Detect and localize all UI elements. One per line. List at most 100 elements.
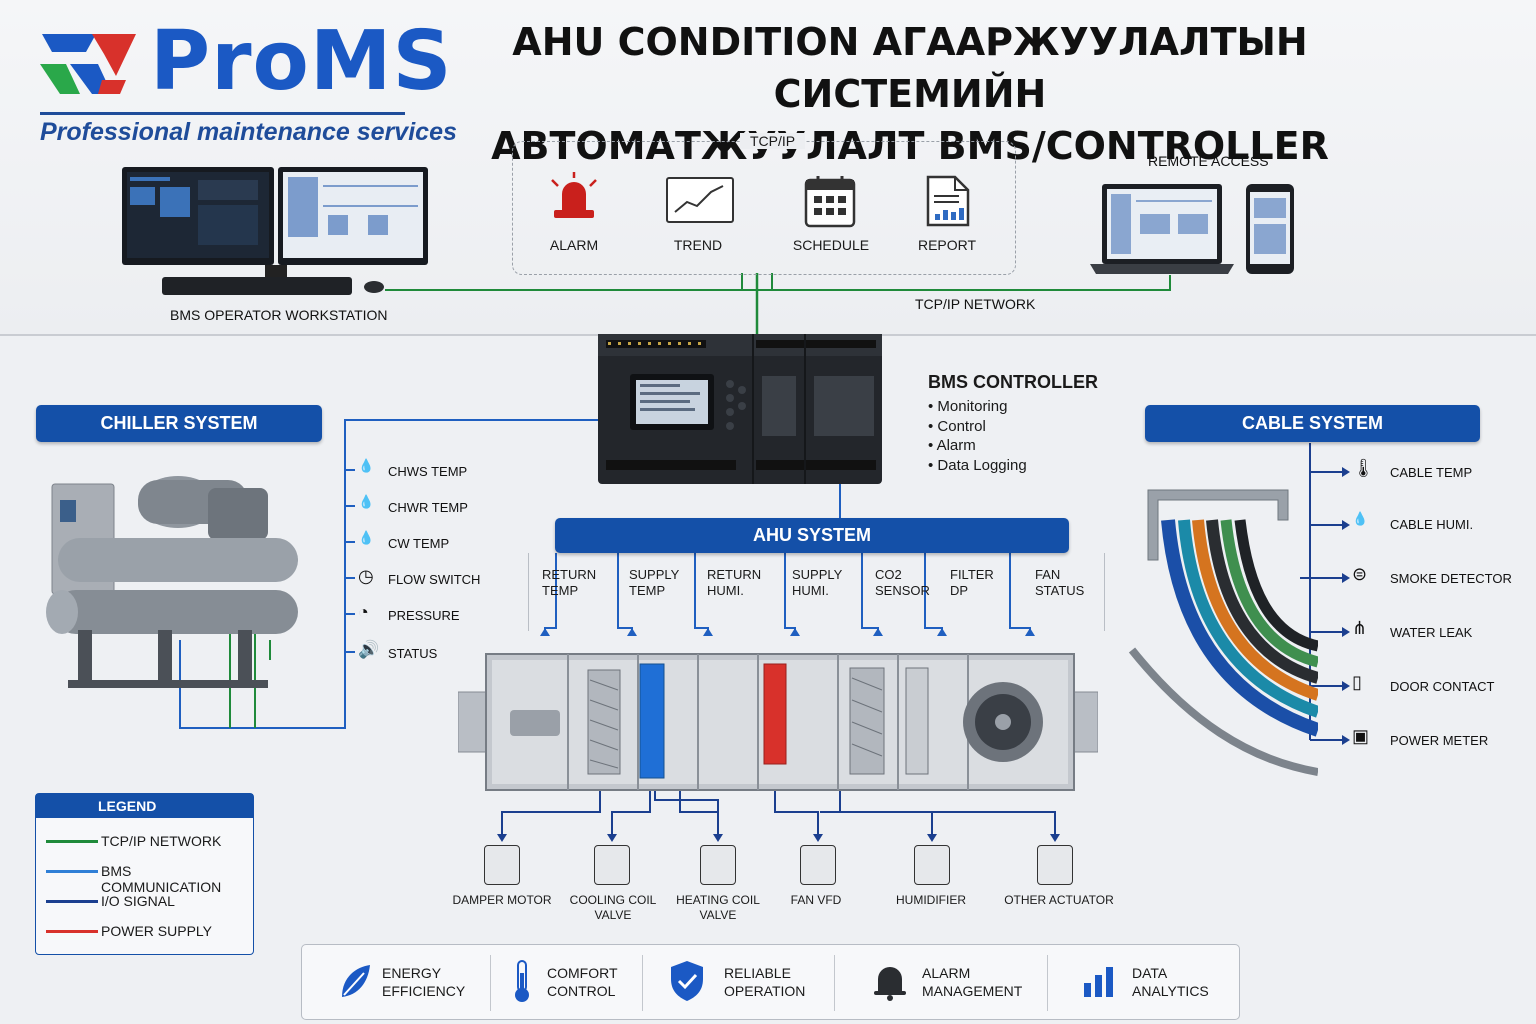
thermometer-icon: 🌡 [1352, 458, 1375, 478]
brand-tagline: Professional maintenance services [40, 118, 457, 146]
smoke-detector-icon: ⊜ [1352, 564, 1368, 584]
workstation-label: BMS OPERATOR WORKSTATION [170, 307, 388, 323]
report-document-icon [926, 175, 970, 227]
humidifier-icon [914, 845, 950, 885]
ahu-unit-illustration [458, 653, 1098, 791]
legend-item: BMS COMMUNICATION [101, 863, 222, 895]
controller-bullet: • Monitoring [928, 398, 1008, 415]
legend-title: LEGEND [36, 794, 253, 818]
flow-switch-gauge-icon: ◷ [358, 566, 374, 586]
legend-swatch-bms [46, 870, 98, 873]
remote-access-label: REMOTE ACCESS [1148, 153, 1269, 169]
humidity-drop-icon: 💧 [1352, 511, 1369, 526]
chiller-point: ◷FLOW SWITCH [358, 566, 481, 587]
benefit-separator [1047, 955, 1048, 1011]
tagline-rule [40, 112, 405, 115]
legend-item: I/O SIGNAL [101, 893, 175, 909]
other-actuator-gear-icon [1037, 845, 1073, 885]
tcpip-label: TCP/IP [740, 133, 806, 149]
water-drop-icon: 💧 [358, 530, 375, 545]
chiller-point: 💧CHWR TEMP [358, 494, 468, 515]
brand-name: ProMS [150, 14, 453, 109]
bell-icon [874, 967, 906, 1001]
remote-devices-icon [1090, 184, 1294, 274]
cable-system-banner: CABLE SYSTEM [1145, 405, 1480, 442]
benefit-separator [490, 955, 491, 1011]
proms-logo-icon [40, 34, 136, 94]
heating-valve-icon [700, 845, 736, 885]
ahu-system-banner: AHU SYSTEM [555, 518, 1069, 553]
fan-vfd-icon [800, 845, 836, 885]
controller-bullet: • Alarm [928, 437, 976, 454]
feature-schedule-label: SCHEDULE [792, 237, 870, 253]
workstation-monitors-icon [122, 167, 428, 295]
cable-tray-illustration [1128, 489, 1318, 776]
legend-box: LEGEND TCP/IP NETWORK BMS COMMUNICATION … [35, 793, 254, 955]
trend-icon [666, 177, 734, 223]
water-drop-icon: 💧 [358, 458, 375, 473]
chiller-point: 💧CW TEMP [358, 530, 450, 551]
controller-bullet: • Control [928, 417, 986, 435]
leaf-icon [342, 965, 370, 997]
actuator-label: OTHER ACTUATOR [1004, 893, 1114, 907]
chiller-point: ◔PRESSURE [358, 602, 460, 623]
chiller-point: 🔊STATUS [358, 640, 438, 661]
cable-point: ▣POWER METER [1352, 726, 1489, 748]
actuator-label: FAN VFD [790, 893, 842, 907]
speaker-status-icon: 🔊 [358, 640, 380, 659]
cooling-valve-icon [594, 845, 630, 885]
power-meter-icon: ▣ [1352, 726, 1370, 746]
benefit-separator [834, 955, 835, 1011]
damper-motor-icon [484, 845, 520, 885]
benefit-separator [642, 955, 643, 1011]
water-leak-icon: ⋔ [1352, 618, 1368, 638]
title-line-2: АВТОМАТЖУУЛАЛТ BMS/CONTROLLER [491, 124, 1329, 168]
chiller-system-banner: CHILLER SYSTEM [36, 405, 322, 442]
controller-bullets: • Monitoring • Control • Alarm • Data Lo… [928, 397, 1027, 475]
actuator-label: DAMPER MOTOR [452, 893, 552, 907]
feature-report-label: REPORT [917, 237, 977, 253]
thermometer-icon [515, 960, 529, 1002]
page-title: AHU CONDITION АГААРЖУУЛАЛТЫН СИСТЕМИЙН А… [440, 16, 1380, 172]
cable-point: ▯DOOR CONTACT [1352, 672, 1495, 694]
cable-point: ⊜SMOKE DETECTOR [1352, 564, 1512, 586]
bms-controller-device [598, 334, 882, 484]
actuator-label: HUMIDIFIER [896, 893, 966, 907]
legend-swatch-tcpip [46, 840, 98, 843]
water-drop-icon: 💧 [358, 494, 375, 509]
shield-check-icon [671, 961, 703, 1001]
controller-title: BMS CONTROLLER [928, 372, 1098, 392]
tcpip-network-label: TCP/IP NETWORK [915, 296, 1036, 312]
legend-item: POWER SUPPLY [101, 923, 212, 939]
bar-chart-icon [1084, 967, 1113, 997]
cable-point: 🌡CABLE TEMP [1352, 458, 1473, 480]
feature-trend-label: TREND [673, 237, 723, 253]
pressure-gauge-icon: ◔ [358, 602, 369, 622]
door-contact-icon: ▯ [1352, 672, 1362, 692]
chiller-point: 💧CHWS TEMP [358, 458, 468, 479]
alarm-icon [551, 172, 597, 218]
feature-alarm-label: ALARM [549, 237, 599, 253]
cable-point: ⋔WATER LEAK [1352, 618, 1473, 640]
chiller-equipment-illustration [46, 476, 298, 688]
legend-item: TCP/IP NETWORK [101, 833, 222, 849]
controller-bullet: • Data Logging [928, 456, 1027, 474]
cable-point: 💧CABLE HUMI. [1352, 511, 1474, 532]
schedule-calendar-icon [804, 176, 856, 228]
legend-swatch-io [46, 900, 98, 903]
legend-swatch-power [46, 930, 98, 933]
